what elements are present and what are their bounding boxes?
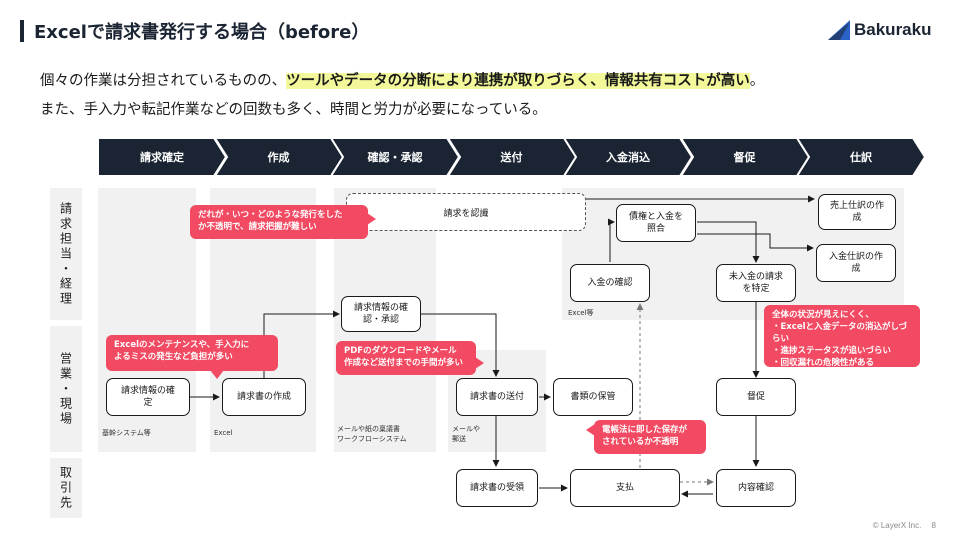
- phase-label: 請求確定: [140, 151, 184, 164]
- note-workflow-1: メールや紙の稟議書: [337, 425, 400, 433]
- box-content-check: 内容確認: [716, 469, 796, 507]
- phase-chevron-shape: [680, 138, 809, 176]
- box-payment: 支払: [570, 469, 680, 507]
- connector-review-to-send: [420, 313, 500, 377]
- callout-pdf-download-line-1: PDFのダウンロードやメール: [344, 346, 457, 356]
- footer-copyright: © LayerX Inc.: [872, 521, 922, 530]
- phase-2: 作成: [214, 138, 343, 176]
- connector-confirm-to-match: [608, 218, 615, 262]
- page-title: Excelで請求書発行する場合（before）: [34, 22, 370, 43]
- phase-1: 請求確定: [98, 138, 226, 176]
- callout-ebook-law-line-1: 電帳法に即した保存が: [602, 425, 688, 435]
- lane-label-accounting: 請求担当・経理: [50, 188, 82, 320]
- note-excel-etc: Excel等: [568, 309, 594, 317]
- note-workflow-2: ワークフローシステム: [337, 435, 407, 443]
- phase-label: 確認・承認: [367, 151, 423, 164]
- note-excel: Excel: [214, 429, 233, 437]
- callout-unclear-issuance: だれが・いつ・どのような発行をした か不透明で、請求把握が難しい: [190, 205, 376, 239]
- callout-overall-line-2: ・Excelと入金データの消込がしづらい: [772, 321, 907, 344]
- note-core-system: 基幹システム等: [102, 429, 151, 437]
- box-confirm-info: 請求情報の確定: [106, 378, 190, 416]
- brand-logo: Bakuraku: [828, 18, 931, 42]
- callout-overall-line-1: 全体の状況が見えにくく、: [772, 310, 874, 320]
- box-sales-journal: 売上仕訳の作成: [818, 194, 896, 230]
- box-send-invoice: 請求書の送付: [456, 378, 538, 416]
- callout-ebook-law-line-2: されているか不透明: [602, 436, 679, 447]
- intro-line-1: 個々の作業は分担されているものの、ツールやデータの分断により連携が取りづらく、情…: [40, 69, 764, 90]
- callout-ebook-law: 電帳法に即した保存が されているか不透明: [586, 420, 706, 454]
- callout-overall-line-4: ・回収漏れの危険性がある: [772, 357, 875, 368]
- bakuraku-logo-icon: [828, 20, 850, 40]
- lane-label-customer: 取引先: [50, 458, 82, 518]
- intro-line-2: また、手入力や転記作業などの回数も多く、時間と労力が必要になっている。: [40, 102, 547, 118]
- phase-label: 督促: [733, 151, 756, 164]
- note-mail-2: 郵送: [452, 435, 466, 443]
- phase-label: 作成: [267, 151, 290, 164]
- phase-label: 入金消込: [606, 151, 650, 164]
- callout-pdf-download: PDFのダウンロードやメール 作成など送付までの手間が多い: [336, 341, 484, 375]
- callout-unclear-issuance-line-2: か不透明で、請求把握が難しい: [198, 221, 317, 232]
- callout-tail: [475, 357, 484, 369]
- callout-excel-maintenance: Excelのメンテナンスや、手入力に よるミスの発生など負担が多い: [106, 335, 278, 379]
- intro-line-1-suffix: 。: [749, 73, 765, 89]
- intro-line-1-prefix: 個々の作業は分担されているものの、: [40, 73, 287, 89]
- phase-4: 送付: [447, 138, 576, 176]
- callout-tail: [367, 213, 376, 225]
- phase-label: 仕訳: [850, 151, 872, 164]
- intro-highlight: ツールやデータの分断により連携が取りづらく、情報共有コストが高い: [286, 73, 750, 89]
- box-review-approve: 請求情報の確認・承認: [341, 296, 421, 332]
- box-confirm-payment: 入金の確認: [570, 264, 650, 302]
- connector-match-to-journal: [697, 233, 814, 252]
- callout-excel-maintenance-line-2: よるミスの発生など負担が多い: [114, 351, 233, 362]
- phase-3: 確認・承認: [331, 138, 459, 176]
- note-mail-1: メールや: [452, 425, 480, 433]
- phase-chevron-shape: [98, 138, 226, 176]
- box-payment-journal: 入金仕訳の作成: [816, 244, 896, 282]
- phase-chevron-shape: [797, 138, 925, 176]
- phase-5: 入金消込: [564, 138, 692, 176]
- callout-unclear-issuance-line-1: だれが・いつ・どのような発行をした: [198, 210, 343, 220]
- phase-6: 督促: [680, 138, 809, 176]
- box-receive-invoice: 請求書の受領: [456, 469, 538, 507]
- callout-pdf-download-line-2: 作成など送付までの手間が多い: [344, 357, 464, 368]
- connector-match-to-unpaid: [697, 221, 760, 263]
- phase-7: 仕訳: [797, 138, 925, 176]
- callout-excel-maintenance-line-1: Excelのメンテナンスや、手入力に: [114, 340, 250, 350]
- phase-chevron-shape: [564, 138, 692, 176]
- callout-tail: [586, 424, 595, 436]
- box-identify-unpaid: 未入金の請求を特定: [716, 264, 796, 302]
- box-store-documents: 書類の保管: [553, 378, 633, 416]
- phase-label: 送付: [500, 151, 523, 164]
- box-match-claims: 債権と入金を照合: [616, 204, 696, 242]
- box-dunning: 督促: [716, 378, 796, 416]
- callout-tail: [210, 370, 224, 379]
- page-number: 8: [931, 521, 936, 530]
- footer: © LayerX Inc. 8: [873, 521, 936, 530]
- box-recognize-invoice: 請求を認識: [346, 193, 586, 231]
- callout-overall-status: 全体の状況が見えにくく、 ・Excelと入金データの消込がしづらい ・進捗ステー…: [764, 305, 920, 368]
- phase-chevron-shape: [447, 138, 576, 176]
- phase-chevron-shape: [331, 138, 459, 176]
- box-create-invoice: 請求書の作成: [222, 378, 306, 416]
- lane-label-sales: 営業・現場: [50, 326, 82, 452]
- callout-overall-line-3: ・進捗ステータスが追いづらい: [772, 345, 892, 356]
- phase-chevron-shape: [214, 138, 343, 176]
- logo-text: Bakuraku: [854, 20, 932, 39]
- title-accent-bar: [20, 20, 24, 42]
